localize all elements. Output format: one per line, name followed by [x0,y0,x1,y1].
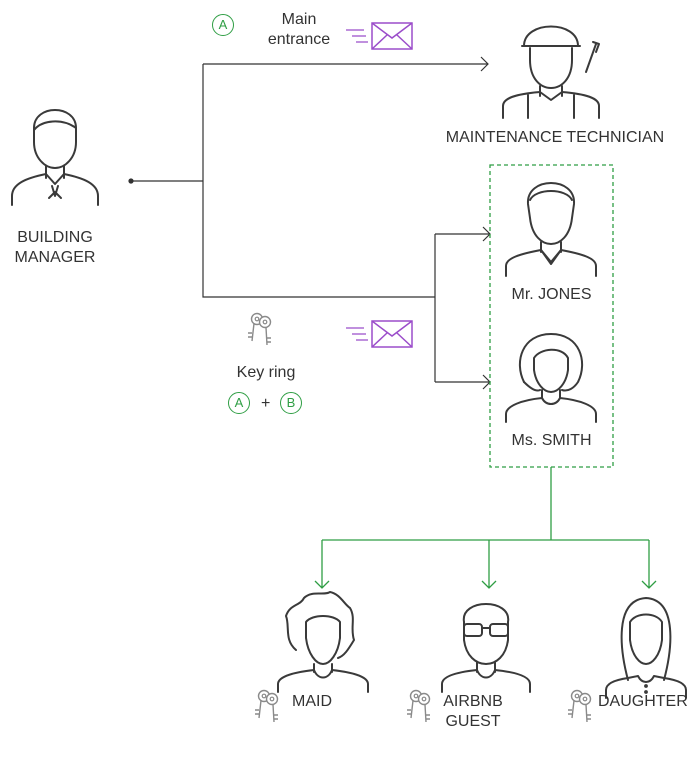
envelope-icon [345,320,413,348]
building-manager-line-1: BUILDING [17,229,93,246]
daughter-label: DAUGHTER [598,693,688,710]
technician-person-icon [502,25,600,119]
manager-person-icon [11,109,99,206]
woman-person-icon [505,333,597,423]
mr-jones-label: Mr. JONES [511,286,592,303]
main-entrance-line-2: entrance [267,31,331,48]
key-ring-label: Key ring [236,364,296,381]
connector-lines [128,56,491,390]
girl-person-icon [605,597,687,699]
key-icon [247,312,272,346]
plus-sign: + [261,395,271,412]
green-connectors [314,164,657,589]
curly-hair-person-icon [277,591,369,693]
maintenance-technician-label: MAINTENANCE TECHNICIAN [445,129,665,146]
ms-smith-label: Ms. SMITH [511,432,592,449]
badge-a: A [228,392,250,414]
badge-a: A [212,14,234,36]
maid-label: MAID [292,693,332,710]
envelope-icon [345,22,413,50]
dashed-tenant-box [489,164,614,468]
main-entrance-line-1: Main [281,11,317,28]
key-icon [254,689,279,723]
key-icon [567,689,592,723]
airbnb-guest-line-1: AIRBNB [443,693,503,710]
badge-b: B [280,392,302,414]
airbnb-guest-label: AIRBNB GUEST [438,692,508,732]
main-entrance-label: Main entrance [254,10,344,50]
man-person-icon [505,182,597,277]
building-manager-label: BUILDING MANAGER [0,228,110,268]
key-icon [406,689,431,723]
airbnb-guest-line-2: GUEST [445,713,501,730]
building-manager-line-2: MANAGER [14,249,96,266]
glasses-person-icon [441,603,531,693]
